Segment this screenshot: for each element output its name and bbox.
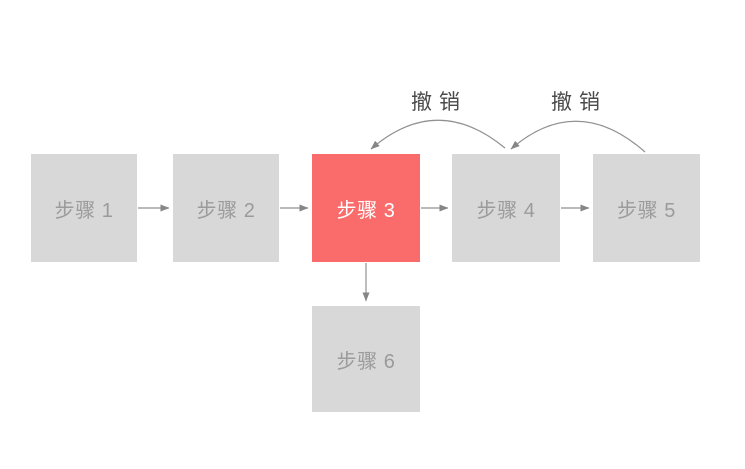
node-step-1: 步骤 1: [31, 154, 137, 262]
node-step-2: 步骤 2: [173, 154, 279, 262]
node-step-4: 步骤 4: [452, 154, 560, 262]
undo-label-step5-step4: 撤销: [551, 91, 607, 114]
node-step-5: 步骤 5: [593, 154, 700, 262]
undo-arrow-step4-step3: [370, 119, 506, 150]
undo-label-step4-step3: 撤销: [411, 91, 467, 114]
node-step-3-highlighted: 步骤 3: [312, 154, 420, 262]
undo-arrow-step5-step4: [510, 120, 646, 153]
node-step-6: 步骤 6: [312, 306, 420, 412]
